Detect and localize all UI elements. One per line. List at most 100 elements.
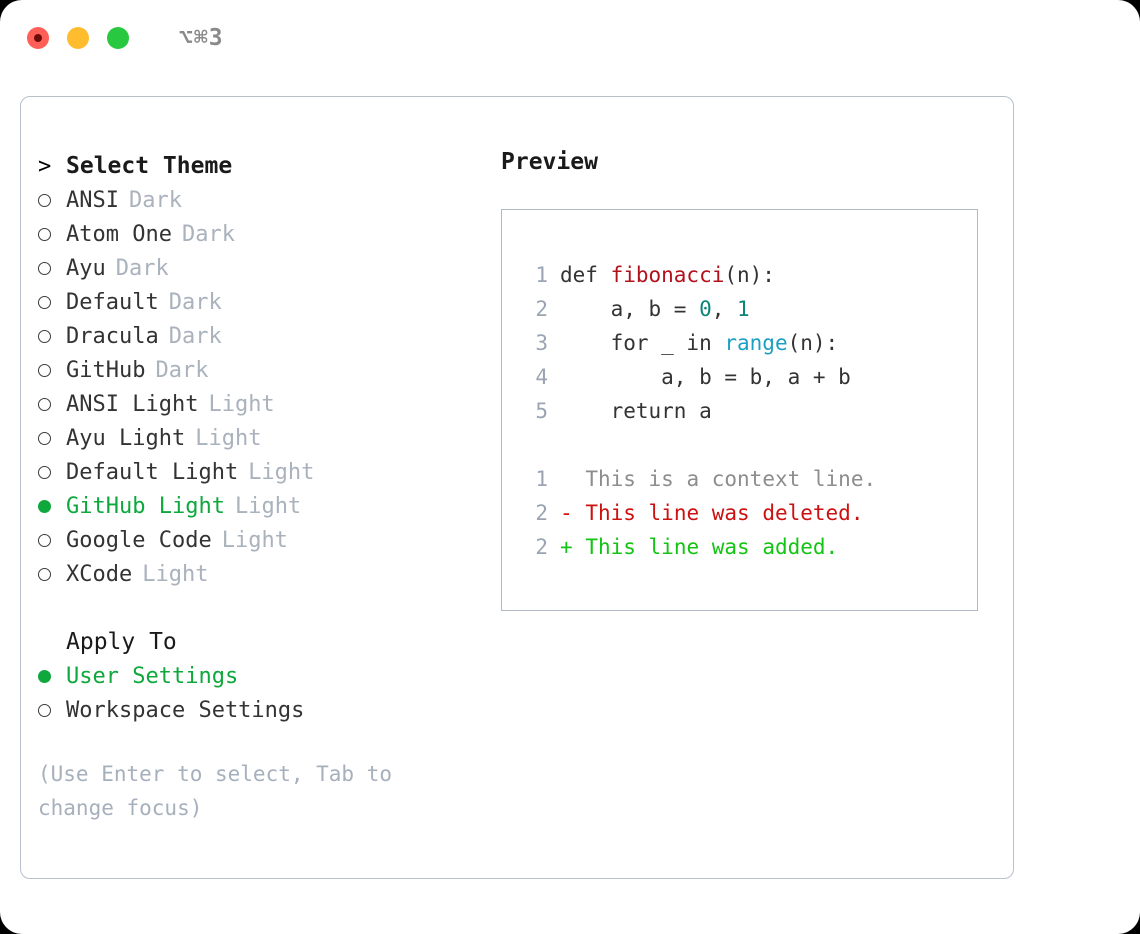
close-button[interactable] bbox=[27, 27, 49, 49]
code-token: 0 bbox=[699, 297, 712, 321]
focus-marker-icon: > bbox=[38, 154, 52, 179]
theme-name-label: XCode bbox=[66, 561, 133, 587]
theme-name-label: Ayu bbox=[66, 255, 106, 281]
diff-line-number: 2 bbox=[535, 501, 548, 525]
code-token: return a bbox=[560, 399, 712, 423]
preview-title: Preview bbox=[501, 149, 598, 175]
radio-empty-icon[interactable] bbox=[38, 183, 66, 217]
radio-empty-icon[interactable] bbox=[38, 353, 66, 387]
diff-gap-space bbox=[573, 462, 586, 496]
radio-selected-icon[interactable] bbox=[38, 489, 66, 523]
diff-line-text: This line was deleted. bbox=[585, 501, 864, 525]
theme-name-label: Dracula bbox=[66, 323, 159, 349]
radio-empty-icon[interactable] bbox=[38, 285, 66, 319]
theme-kind-label: Dark bbox=[168, 323, 222, 349]
diff-line-text: This line was added. bbox=[585, 535, 839, 559]
apply-to-item[interactable]: Workspace Settings bbox=[38, 693, 478, 727]
keyboard-hint-text: (Use Enter to select, Tab to change focu… bbox=[38, 762, 393, 820]
diff-line-number: 2 bbox=[535, 535, 548, 559]
theme-name-label: ANSI Light bbox=[66, 391, 199, 417]
theme-kind-label: Light bbox=[208, 391, 275, 417]
theme-kind-label: Dark bbox=[128, 187, 182, 213]
theme-kind-label: Dark bbox=[168, 289, 222, 315]
radio-empty-icon[interactable] bbox=[38, 421, 66, 455]
diff-line-text: This is a context line. bbox=[585, 467, 877, 491]
code-line-text: a, b = b, a + b bbox=[560, 360, 851, 394]
minimize-button[interactable] bbox=[67, 27, 89, 49]
radio-empty-icon[interactable] bbox=[38, 387, 66, 421]
theme-name-label: ANSI bbox=[66, 187, 119, 213]
diff-sign: + bbox=[560, 535, 573, 559]
radio-empty-icon[interactable] bbox=[38, 693, 66, 727]
theme-kind-label: Light bbox=[234, 493, 302, 519]
keyboard-shortcut-label: ⌥⌘3 bbox=[179, 25, 224, 51]
radio-selected-icon[interactable] bbox=[38, 659, 66, 693]
theme-name-label: Google Code bbox=[66, 527, 212, 553]
theme-kind-label: Dark bbox=[155, 357, 209, 383]
theme-list-item[interactable]: Dracula Dark bbox=[38, 319, 478, 353]
code-token: 1 bbox=[737, 297, 750, 321]
apply-to-header: Apply To bbox=[38, 625, 478, 659]
code-line-text: a, b = 0, 1 bbox=[560, 292, 750, 326]
apply-to-item[interactable]: User Settings bbox=[38, 659, 478, 693]
theme-name-label: Ayu Light bbox=[66, 425, 186, 451]
code-token: def bbox=[560, 263, 611, 287]
code-token: (n): bbox=[724, 263, 775, 287]
code-line-text: return a bbox=[560, 394, 712, 428]
code-line-number: 3 bbox=[535, 331, 548, 355]
theme-kind-label: Light bbox=[221, 527, 288, 553]
radio-empty-icon[interactable] bbox=[38, 217, 66, 251]
radio-empty-icon[interactable] bbox=[38, 251, 66, 285]
theme-name-label: Default bbox=[66, 289, 159, 315]
code-line: 3 for _ in range(n): bbox=[518, 326, 977, 360]
radio-empty-icon[interactable] bbox=[38, 455, 66, 489]
title-bar: ⌥⌘3 bbox=[0, 0, 1140, 76]
theme-list-item[interactable]: ANSI Light Light bbox=[38, 387, 478, 421]
code-token: for _ in bbox=[560, 331, 725, 355]
code-line-number: 5 bbox=[535, 399, 548, 423]
theme-list-item[interactable]: XCode Light bbox=[38, 557, 478, 591]
code-token: (n): bbox=[787, 331, 839, 355]
code-token: fibonacci bbox=[610, 263, 725, 287]
theme-list-item[interactable]: Ayu Light Light bbox=[38, 421, 478, 455]
diff-gap-space bbox=[573, 496, 586, 530]
code-line-text: for _ in range(n): bbox=[560, 326, 839, 360]
theme-name-label: Default Light bbox=[66, 459, 239, 485]
apply-to-title: Apply To bbox=[66, 629, 177, 655]
code-diff-spacer bbox=[518, 428, 977, 462]
code-token: a, b = b, a + b bbox=[560, 365, 851, 389]
radio-empty-icon[interactable] bbox=[38, 319, 66, 353]
theme-kind-label: Light bbox=[195, 425, 262, 451]
theme-kind-label: Light bbox=[142, 561, 209, 587]
code-line: 2 a, b = 0, 1 bbox=[518, 292, 977, 326]
theme-list-item[interactable]: Default Light Light bbox=[38, 455, 478, 489]
apply-to-label: Workspace Settings bbox=[66, 697, 305, 723]
theme-list-item[interactable]: Google Code Light bbox=[38, 523, 478, 557]
theme-list-item[interactable]: Default Dark bbox=[38, 285, 478, 319]
code-token: , bbox=[711, 297, 738, 321]
radio-empty-icon[interactable] bbox=[38, 523, 66, 557]
theme-list-item[interactable]: ANSI Dark bbox=[38, 183, 478, 217]
diff-sign: - bbox=[560, 501, 573, 525]
diff-gap-space bbox=[573, 530, 586, 564]
theme-kind-label: Light bbox=[248, 459, 315, 485]
code-line: 4 a, b = b, a + b bbox=[518, 360, 977, 394]
diff-line: 2 + This line was added. bbox=[518, 530, 977, 564]
radio-empty-icon[interactable] bbox=[38, 557, 66, 591]
diff-sample: 1 This is a context line. 2- This line wa… bbox=[518, 462, 977, 564]
maximize-button[interactable] bbox=[107, 27, 129, 49]
diff-line: 1 This is a context line. bbox=[518, 462, 977, 496]
code-line-number: 2 bbox=[535, 297, 548, 321]
select-theme-title: Select Theme bbox=[66, 153, 233, 179]
